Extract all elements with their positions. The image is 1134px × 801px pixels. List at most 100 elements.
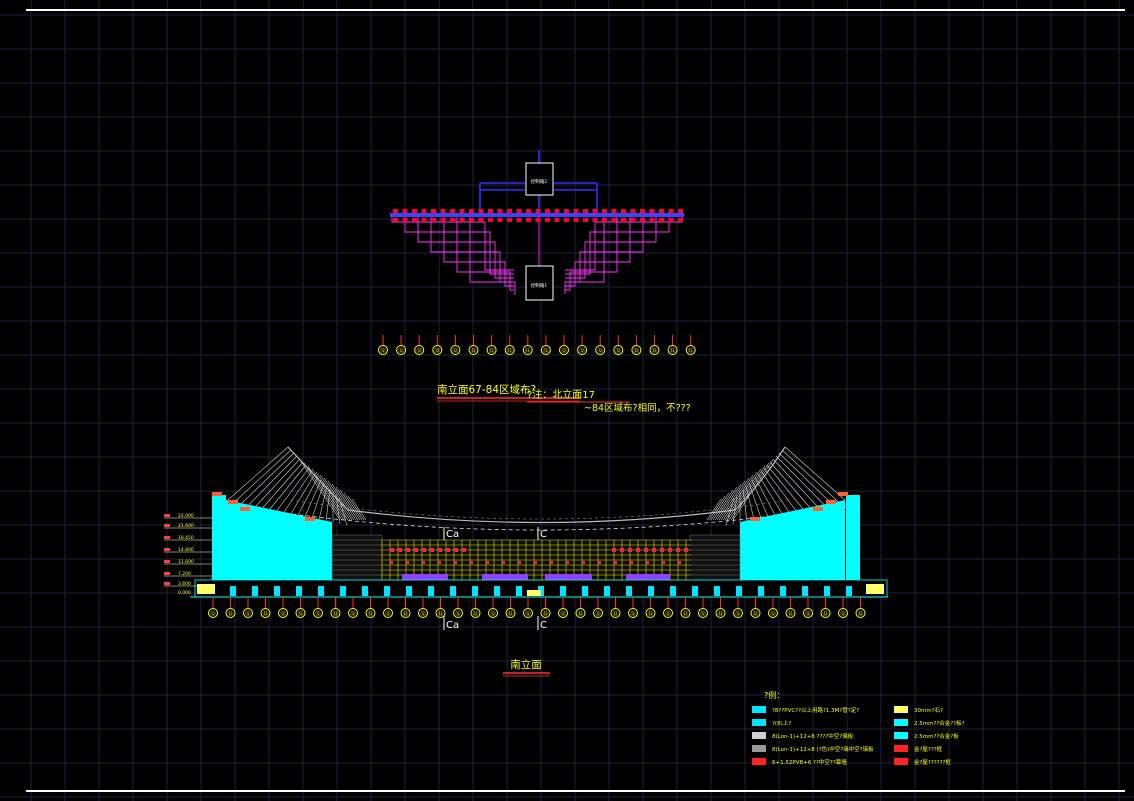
grid-bubble-label: ⑫ bbox=[665, 610, 671, 618]
legend-swatch bbox=[752, 719, 766, 726]
light-fixture bbox=[684, 548, 688, 552]
grid-bubble-label: ⑫ bbox=[683, 610, 689, 618]
legend-swatch bbox=[752, 732, 766, 739]
podium-opening bbox=[692, 586, 698, 596]
legend-swatch bbox=[894, 745, 908, 752]
podium-opening bbox=[362, 586, 368, 596]
level-value: 3.600 bbox=[178, 581, 191, 587]
legend-entry-text: 30mm?石? bbox=[914, 707, 943, 714]
breaker-lower bbox=[421, 218, 427, 222]
grid-bubble-label: ⑫ bbox=[858, 610, 864, 618]
grid-bubble bbox=[663, 608, 673, 618]
wire-right bbox=[565, 215, 657, 279]
breaker-lower bbox=[516, 218, 522, 222]
grid-bubble-label: ⑫ bbox=[753, 610, 759, 618]
truss-member bbox=[339, 489, 361, 521]
legend-entry-text: 8(Lon-1)+12+8 ????中空?璃板 bbox=[772, 732, 854, 740]
grid-bubble bbox=[733, 608, 743, 618]
breaker-upper bbox=[450, 209, 455, 213]
truss-member bbox=[722, 474, 754, 521]
breaker-upper bbox=[649, 209, 655, 213]
truss-member bbox=[290, 473, 316, 514]
truss-member bbox=[347, 495, 365, 521]
legend-swatch bbox=[752, 706, 766, 713]
roof-edge-dashed bbox=[229, 504, 851, 531]
grid-bubble bbox=[278, 608, 288, 618]
light-fixture bbox=[612, 548, 616, 552]
breaker-lower bbox=[497, 218, 503, 222]
roof-accent bbox=[212, 492, 222, 496]
grid-bubble-label: ⑫ bbox=[228, 610, 234, 618]
level-flag bbox=[164, 582, 170, 585]
roof-accent bbox=[750, 517, 760, 521]
level-flag bbox=[164, 514, 170, 517]
light-fixture bbox=[486, 561, 489, 564]
level-flag bbox=[164, 524, 170, 527]
legend-entry-text: 金?屋???框 bbox=[914, 745, 943, 753]
grid-bubble bbox=[558, 608, 568, 618]
wire-left bbox=[404, 215, 514, 275]
truss-member bbox=[716, 483, 742, 521]
grid-bubble bbox=[348, 608, 358, 618]
legend-swatch bbox=[894, 719, 908, 726]
truss-member bbox=[772, 458, 818, 507]
grid-bubble bbox=[243, 608, 253, 618]
grid-bubble bbox=[488, 608, 498, 618]
light-fixture bbox=[630, 561, 633, 564]
control-panel-bottom-label: 控制箱1 bbox=[531, 282, 547, 289]
truss-member bbox=[304, 479, 322, 517]
legend-entry-text: 2.5mm??合金??板? bbox=[914, 719, 965, 727]
breaker-lower bbox=[621, 218, 626, 222]
right-glazing-band bbox=[689, 534, 741, 581]
wiring-schematic: 控制箱2 控制箱1 bbox=[390, 150, 684, 301]
light-fixture bbox=[422, 561, 425, 564]
section-marker-c-top: C bbox=[537, 527, 547, 540]
grid-bubble-label: ⑫ bbox=[648, 610, 654, 618]
grid-bubble-label: ⑫ bbox=[840, 610, 846, 618]
light-fixture bbox=[438, 548, 442, 552]
podium-opening bbox=[428, 586, 434, 596]
truss-member bbox=[712, 489, 734, 521]
section-marker-label: Ca bbox=[446, 620, 459, 631]
grid-bubble-label: ⑫ bbox=[471, 347, 477, 355]
light-fixture bbox=[406, 561, 409, 564]
grid-bubble-label: ⑫ bbox=[595, 610, 601, 618]
podium-feature bbox=[197, 584, 215, 594]
breaker-upper bbox=[402, 209, 408, 213]
grid-bubble bbox=[505, 608, 516, 618]
truss-member bbox=[283, 470, 313, 513]
grid-bubble bbox=[577, 345, 588, 355]
legend-left-column: ?8??PVC??以上用路?1.3M?管?定??(8)上?8(Lon-1)+12… bbox=[752, 706, 874, 766]
grid-bubble-label: ⑫ bbox=[333, 610, 339, 618]
canopy-band bbox=[626, 574, 670, 580]
grid-bubble bbox=[667, 345, 678, 355]
grid-bubble-label: ⑫ bbox=[561, 347, 567, 355]
truss-member bbox=[714, 486, 738, 521]
grid-bubble bbox=[504, 345, 515, 355]
legend-entry-text: 2.5mm??合金?板 bbox=[914, 732, 959, 740]
truss-member bbox=[351, 498, 367, 521]
breaker-lower bbox=[564, 218, 569, 222]
breaker-lower bbox=[630, 218, 636, 222]
podium-opening bbox=[780, 586, 786, 596]
legend-entry-text: ?(8)上? bbox=[772, 719, 791, 727]
grid-bubble-label: ⑫ bbox=[455, 610, 461, 618]
truss-member bbox=[781, 449, 839, 502]
grid-bubble bbox=[470, 608, 481, 618]
truss-member bbox=[730, 462, 770, 521]
truss-member bbox=[311, 482, 325, 519]
podium-feature bbox=[527, 590, 541, 596]
grid-bubble-label: ⑫ bbox=[543, 347, 549, 355]
light-fixture bbox=[454, 548, 458, 552]
truss-member bbox=[706, 498, 722, 521]
grid-bubble-label: ⑫ bbox=[350, 610, 356, 618]
light-fixture bbox=[534, 561, 537, 564]
truss-member bbox=[728, 465, 766, 521]
breaker-lower bbox=[583, 218, 588, 222]
grid-bubble bbox=[378, 345, 388, 355]
truss-member bbox=[318, 485, 328, 520]
truss-member bbox=[325, 488, 331, 522]
breaker-lower bbox=[478, 218, 484, 222]
wire-left bbox=[456, 215, 514, 291]
truss-member bbox=[742, 488, 748, 522]
